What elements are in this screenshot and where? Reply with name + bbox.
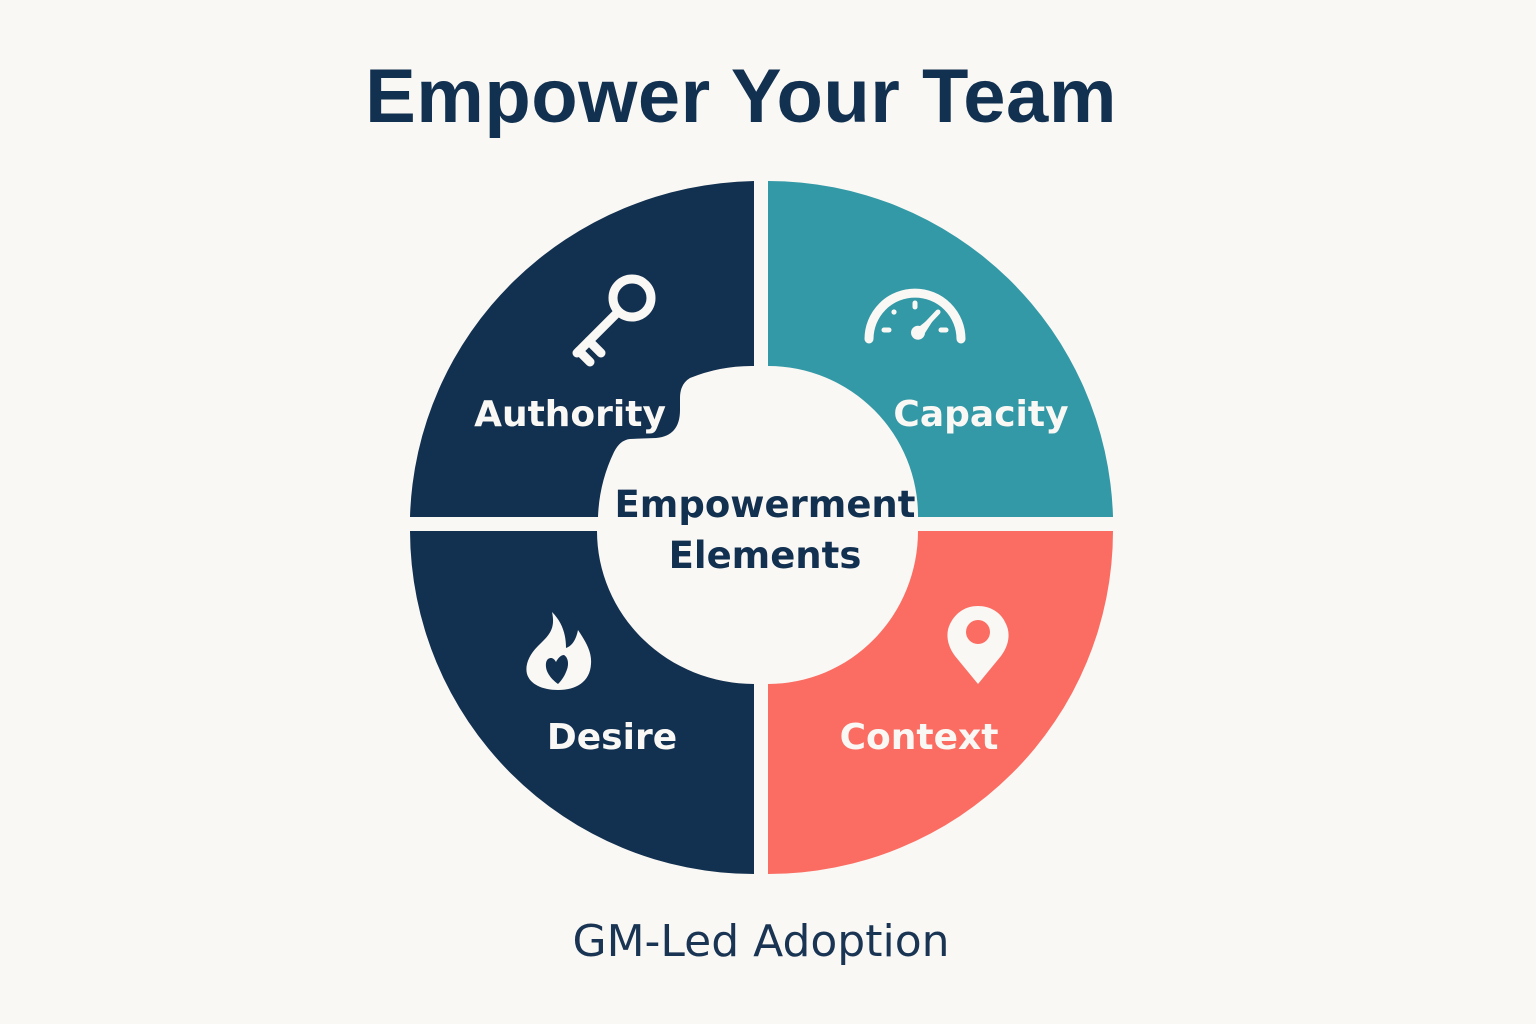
segment-capacity: Capacity: [768, 180, 1113, 518]
key-icon: [572, 274, 656, 367]
segment-context-shape: [768, 531, 1113, 874]
segment-context: Context: [768, 531, 1113, 874]
location-pin-icon: [947, 606, 1009, 684]
segment-context-label: Context: [840, 717, 999, 758]
center-label-line2: Elements: [669, 534, 862, 577]
segment-capacity-label: Capacity: [893, 394, 1068, 435]
diagram-caption: GM-Led Adoption: [572, 916, 950, 967]
gauge-icon: [864, 288, 966, 344]
segment-capacity-shape: [768, 180, 1113, 518]
segment-authority: Authority: [410, 181, 754, 517]
segment-authority-label: Authority: [474, 394, 666, 435]
segment-desire: Desire: [410, 531, 754, 874]
center-label-line1: Empowerment: [615, 483, 916, 526]
center-hub: Empowerment Elements: [615, 483, 916, 577]
segment-desire-shape: [410, 531, 754, 874]
segment-desire-label: Desire: [547, 717, 677, 758]
flame-heart-icon: [526, 612, 592, 690]
page-title: Empower Your Team: [365, 54, 1117, 139]
